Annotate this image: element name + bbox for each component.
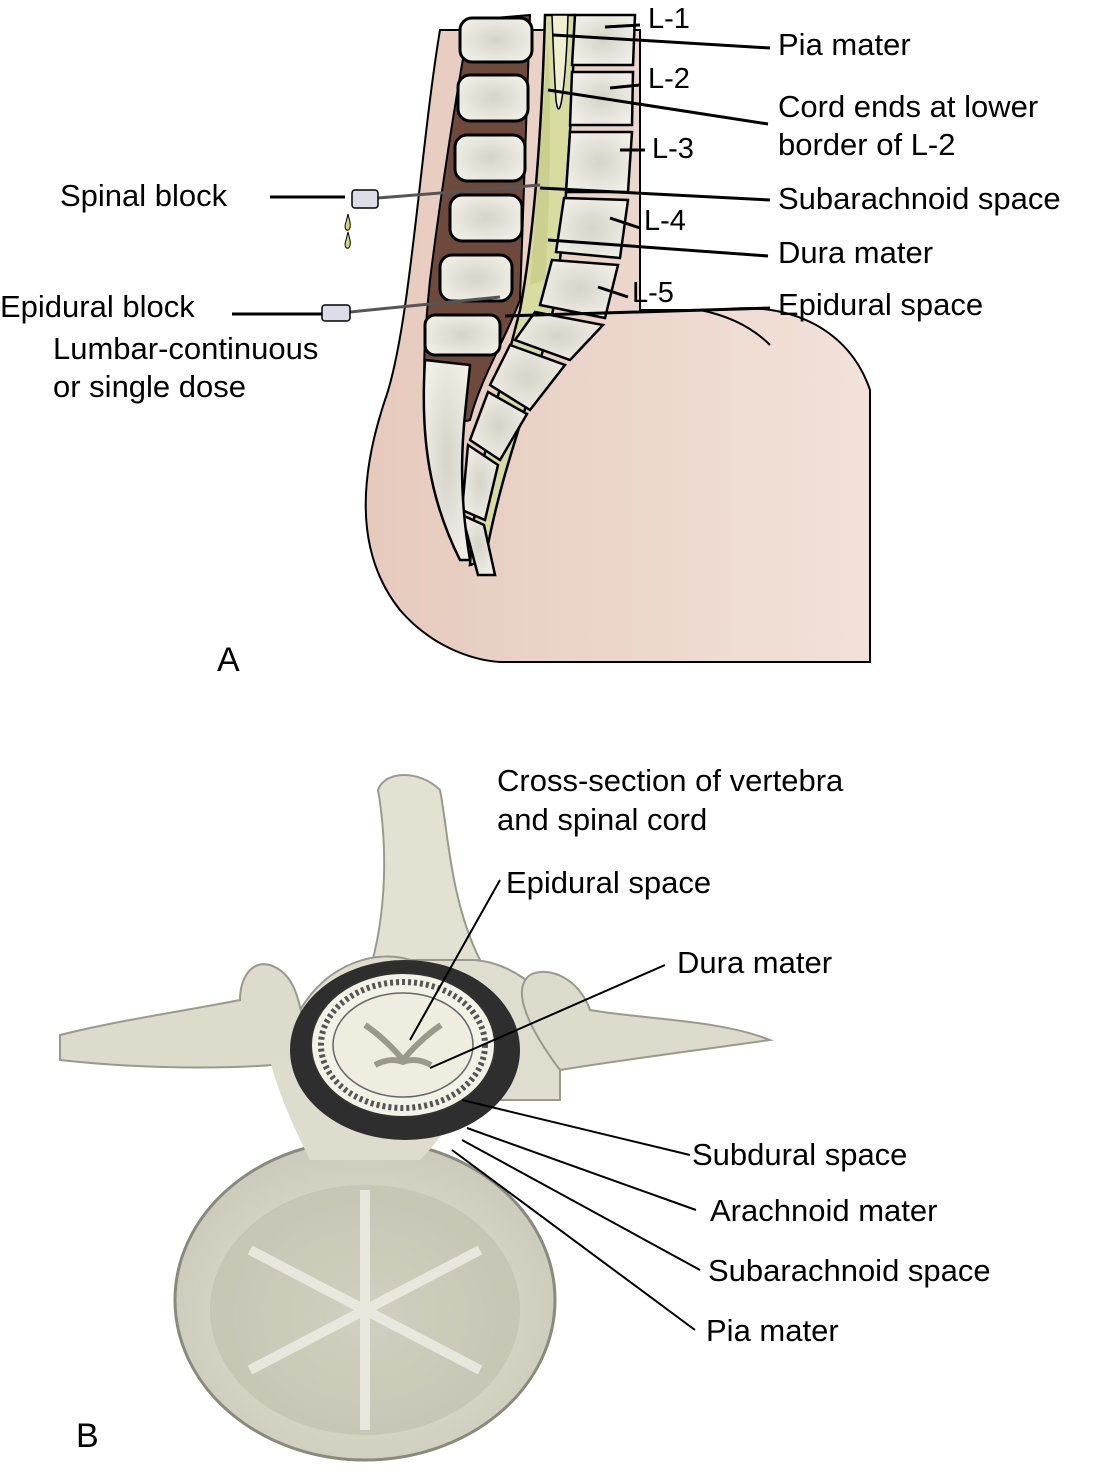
label-dura-mater-a: Dura mater (778, 235, 934, 270)
panel-a-left-leader-lines (232, 195, 345, 316)
dural-sac (530, 40, 551, 285)
level-label-l1: L-1 (648, 3, 690, 35)
panel-letter-b: B (76, 1417, 99, 1455)
label-epidural-space-a: Epidural space (778, 287, 984, 322)
spinal-cord (551, 14, 569, 110)
level-label-l3: L-3 (652, 133, 694, 165)
label-subdural-space: Subdural space (692, 1137, 908, 1172)
label-spinal-block: Spinal block (60, 178, 228, 213)
vertebral-bodies (460, 13, 637, 577)
label-arachnoid-mater: Arachnoid mater (710, 1193, 938, 1228)
label-pia-mater-a: Pia mater (778, 27, 911, 62)
sacrum-posterior (422, 358, 472, 562)
level-label-l2: L-2 (648, 63, 690, 95)
spinal-needle (344, 183, 541, 249)
spinous-processes (423, 16, 534, 357)
label-dura-mater-b: Dura mater (677, 945, 833, 980)
panel-b-title-line2: and spinal cord (497, 802, 708, 837)
label-epidural-note-line2: or single dose (53, 369, 247, 404)
panel-b-leader-lines (409, 879, 701, 1331)
level-label-l5: L-5 (632, 277, 674, 309)
level-label-l4: L-4 (644, 205, 686, 237)
label-cord-ends-line1: Cord ends at lower (778, 89, 1039, 124)
label-pia-mater-b: Pia mater (706, 1313, 839, 1348)
label-epidural-block: Epidural block (0, 289, 195, 324)
panel-a-leader-lines (504, 23, 771, 318)
label-subarachnoid-space-a: Subarachnoid space (778, 181, 1061, 216)
label-cord-ends-line2: border of L-2 (778, 127, 956, 162)
label-epidural-space-b: Epidural space (506, 865, 712, 900)
label-epidural-note-line1: Lumbar-continuous (53, 331, 319, 366)
label-subarachnoid-space-b: Subarachnoid space (708, 1253, 991, 1288)
vertebra-cross-section-illustration (59, 774, 774, 1462)
panel-b-title-line1: Cross-section of vertebra (497, 763, 844, 798)
panel-letter-a: A (217, 641, 240, 679)
